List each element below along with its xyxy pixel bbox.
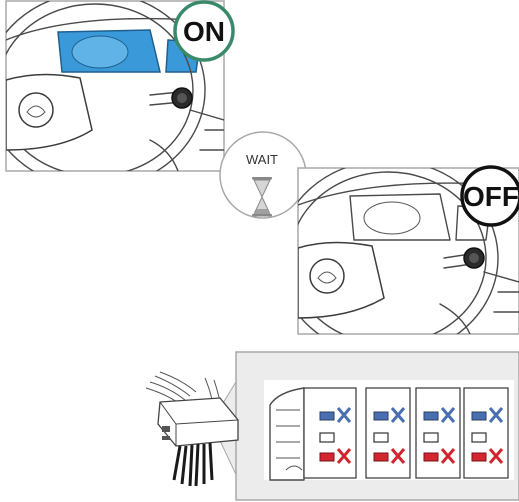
ignition-off-badge: OFF (460, 165, 519, 227)
ignition-off-panel: OFF (297, 165, 519, 335)
blue-led-icon (319, 411, 335, 421)
mazda-logo-off-icon (309, 258, 345, 294)
instrument-cluster-highlight (57, 29, 201, 73)
hourglass-icon (252, 177, 272, 217)
mazda-logo-icon (18, 92, 54, 128)
ignition-on-label: ON (183, 16, 225, 47)
ignition-on-badge: ON (173, 0, 235, 62)
remote-starter-module-icon (145, 371, 239, 487)
module-led-detail (145, 351, 519, 501)
ignition-on-panel: ON (5, 0, 235, 172)
ignition-off-label: OFF (463, 181, 519, 212)
led-column-3 (415, 387, 461, 479)
led-column-2 (365, 387, 411, 479)
red-led-icon (319, 452, 335, 462)
led-column-4 (463, 387, 509, 479)
wait-badge: WAIT (219, 131, 307, 219)
wait-label: WAIT (246, 152, 278, 167)
led-column-1 (303, 387, 357, 479)
